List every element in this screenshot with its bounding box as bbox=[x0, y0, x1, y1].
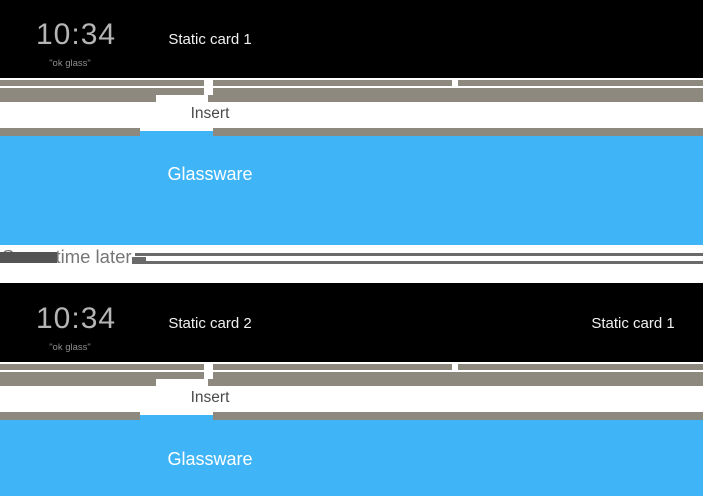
static-card-1-label-shifted: Static card 1 bbox=[591, 315, 675, 332]
timeline-bar-main-2 bbox=[0, 372, 703, 386]
glassware-label: Glassware bbox=[167, 164, 253, 184]
ok-glass-hint: "ok glass" bbox=[49, 58, 91, 69]
glassware-card-tab-1 bbox=[140, 131, 213, 137]
timeline-bar-thin-1 bbox=[0, 80, 703, 86]
card-boundary-notch bbox=[452, 80, 458, 86]
insert-label: Insert bbox=[190, 105, 230, 122]
insert-gap-notch bbox=[204, 80, 213, 86]
glassware-card-2: Glassware bbox=[0, 420, 703, 496]
insert-slot-corner bbox=[156, 95, 208, 102]
static-card-1-label: Static card 1 bbox=[168, 31, 252, 48]
timeline-bar-thin-2 bbox=[0, 364, 703, 370]
clock-time: 10:34 bbox=[36, 302, 117, 335]
timeline-row-1: 10:34 "ok glass" Static card 1 bbox=[0, 0, 703, 78]
insert-gap-notch bbox=[204, 88, 213, 95]
insert-gap-notch bbox=[204, 372, 213, 379]
insert-gap-notch bbox=[204, 364, 213, 370]
insert-label: Insert bbox=[190, 389, 230, 406]
glassware-card-tab-2 bbox=[140, 415, 213, 420]
ok-glass-hint: "ok glass" bbox=[49, 342, 91, 353]
separator-dash bbox=[0, 252, 57, 263]
timeline-bar-left-2 bbox=[0, 412, 140, 420]
separator-line-bottom bbox=[135, 261, 703, 264]
separator-line-joint bbox=[132, 257, 146, 264]
insert-slot-corner bbox=[156, 379, 208, 386]
glassware-label: Glassware bbox=[167, 449, 253, 469]
card-boundary-notch bbox=[452, 364, 458, 370]
timeline-bar-right-1 bbox=[213, 128, 703, 136]
static-card-2-label: Static card 2 bbox=[168, 315, 252, 332]
timeline-bar-main-1 bbox=[0, 88, 703, 102]
glassware-card-1: Glassware bbox=[0, 136, 703, 245]
timeline-bar-right-2 bbox=[213, 412, 703, 420]
separator-line-top bbox=[135, 253, 703, 256]
timeline-row-2: 10:34 "ok glass" Static card 2 Static ca… bbox=[0, 283, 703, 362]
clock-time: 10:34 bbox=[36, 18, 117, 51]
timeline-bar-left-1 bbox=[0, 128, 140, 136]
